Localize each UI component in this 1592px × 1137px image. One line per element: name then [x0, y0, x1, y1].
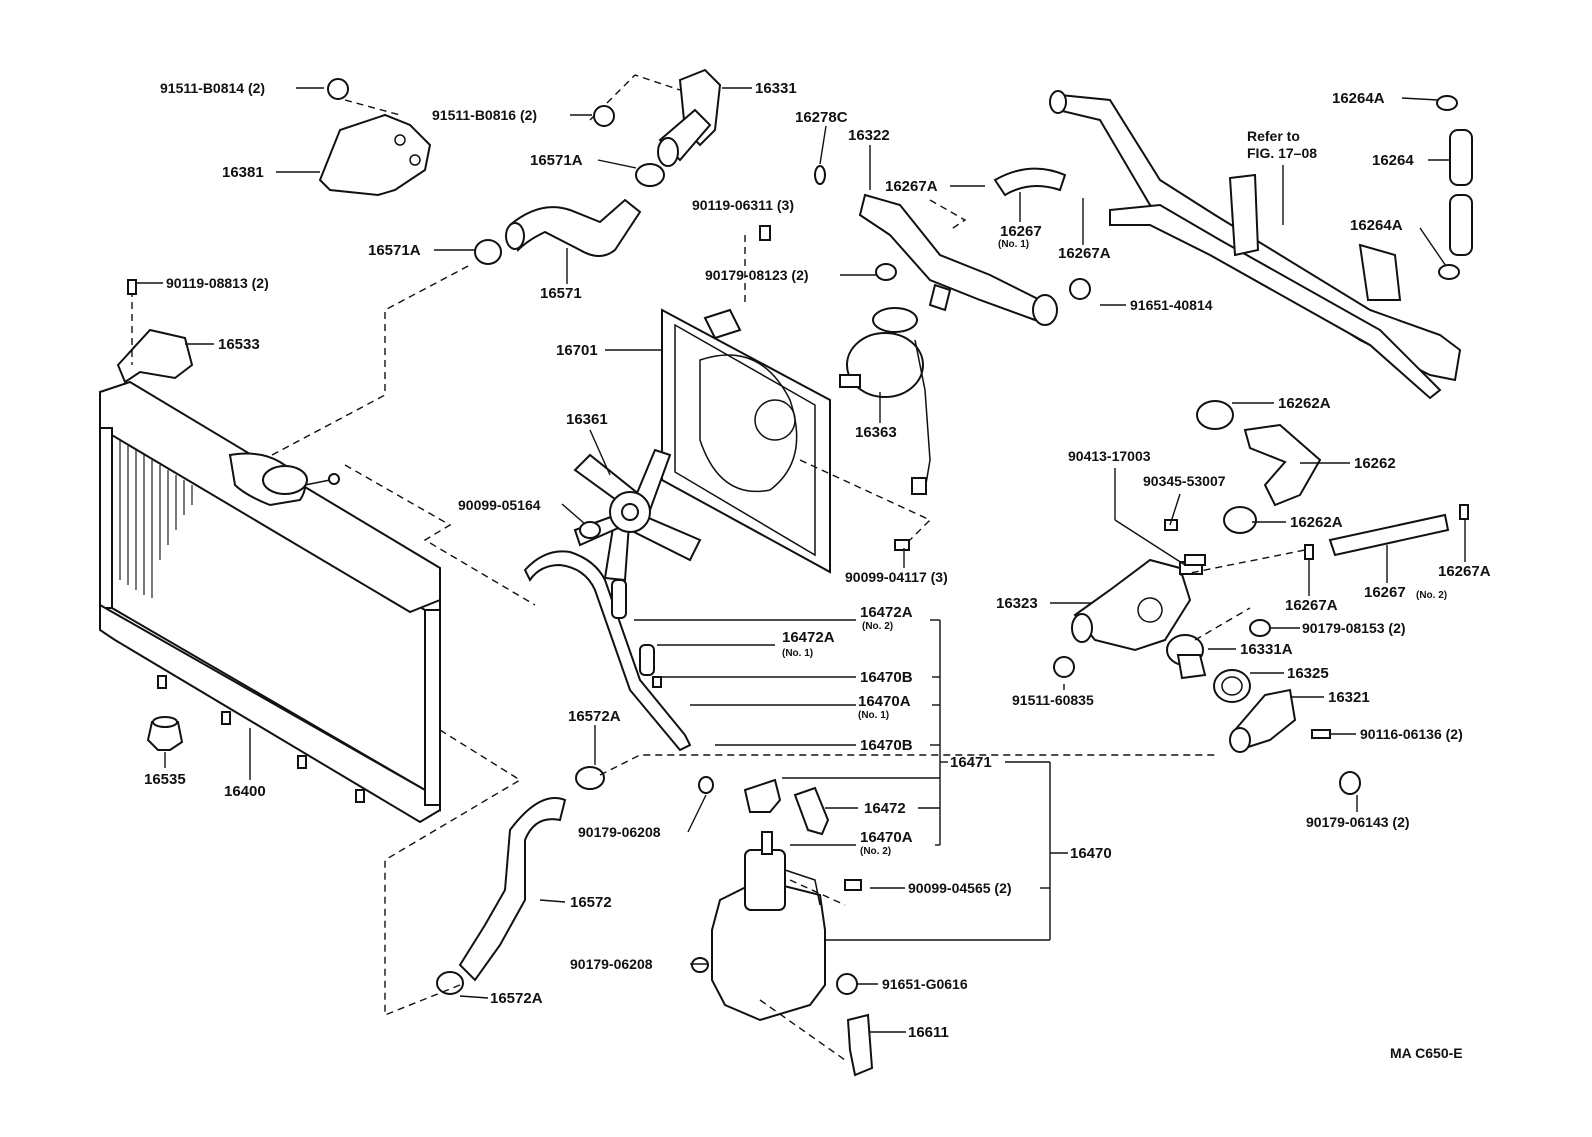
label-16262: 16262 [1354, 455, 1396, 472]
hose-16262-drawing [1196, 400, 1322, 534]
label-16470: 16470 [1070, 845, 1112, 862]
label-16471: 16471 [950, 754, 992, 771]
label-16267A-b: 16267A [1058, 245, 1111, 262]
label-refer-to: Refer to [1247, 128, 1300, 144]
label-91511-B0816: 91511-B0816 (2) [432, 107, 537, 123]
bracket-16611-drawing [846, 1013, 874, 1077]
label-16571A-top: 16571A [530, 152, 583, 169]
dashed-lines [271, 74, 1306, 1061]
fan-motor-16363-drawing [839, 307, 931, 495]
label-16470B-b: 16470B [860, 737, 913, 754]
hose-16571-drawing [505, 198, 642, 257]
bracket-16381-drawing [318, 113, 432, 197]
label-90119-08813: 90119-08813 (2) [166, 275, 269, 291]
label-90413-17003: 90413-17003 [1068, 448, 1151, 464]
fan-16361-drawing [573, 448, 702, 582]
label-16701: 16701 [556, 342, 598, 359]
hose-16267-no2-drawing [1304, 504, 1469, 560]
label-16611: 16611 [908, 1024, 949, 1041]
outlet-16331-drawing [657, 68, 722, 167]
part-labels: 91511-B0814 (2) 91511-B0816 (2) 16331 16… [144, 80, 1491, 1061]
label-16323: 16323 [996, 595, 1038, 612]
hose-16264-drawing [1436, 95, 1473, 280]
label-16322: 16322 [848, 127, 890, 144]
label-16533: 16533 [218, 336, 260, 353]
label-16321: 16321 [1328, 689, 1370, 706]
housing-16323-drawing [1071, 558, 1203, 652]
gasket-16325-drawing [1213, 669, 1251, 703]
mount-16535-drawing [146, 716, 184, 751]
label-16267A-a: 16267A [885, 178, 938, 195]
label-91651-40814: 91651-40814 [1130, 297, 1213, 313]
label-16472A-a: 16472A [860, 604, 913, 621]
label-16472A-b: 16472A [782, 629, 835, 646]
label-90179-08153: 90179-08153 (2) [1302, 620, 1406, 636]
fasteners-drawing [579, 225, 1361, 973]
label-no1-b: (No. 1) [782, 648, 813, 659]
label-90179-06143: 90179-06143 (2) [1306, 814, 1410, 830]
label-90116-06136: 90116-06136 (2) [1360, 726, 1463, 742]
label-16331: 16331 [755, 80, 797, 97]
label-16381: 16381 [222, 164, 264, 181]
label-90099-05164: 90099-05164 [458, 497, 541, 513]
label-91511-60835: 91511-60835 [1012, 692, 1094, 708]
pipe-assembly-drawing [1049, 90, 1462, 400]
label-no2-c: (No. 2) [860, 846, 891, 857]
label-90345-53007: 90345-53007 [1143, 473, 1226, 489]
label-16470B-a: 16470B [860, 669, 913, 686]
label-16264A-top: 16264A [1332, 90, 1385, 107]
label-16470A-a: 16470A [858, 693, 911, 710]
label-16363: 16363 [855, 424, 897, 441]
label-91511-B0814: 91511-B0814 (2) [160, 80, 265, 96]
label-16331A: 16331A [1240, 641, 1293, 658]
label-16267-no1: 16267 [1000, 223, 1042, 240]
label-16267-no2: 16267 [1364, 584, 1406, 601]
label-16361: 16361 [566, 411, 608, 428]
label-90119-06311: 90119-06311 (3) [692, 197, 794, 213]
label-90179-08123: 90179-08123 (2) [705, 267, 809, 283]
label-16264A-mid: 16264A [1350, 217, 1403, 234]
fan-shroud-16701-drawing [661, 308, 831, 574]
label-16267A-c: 16267A [1438, 563, 1491, 580]
label-90099-04117: 90099-04117 (3) [845, 569, 948, 585]
b-markers [327, 78, 1091, 995]
label-16267A-d: 16267A [1285, 597, 1338, 614]
label-16572A-top: 16572A [568, 708, 621, 725]
label-16278C: 16278C [795, 109, 848, 126]
label-16572A-bot: 16572A [490, 990, 543, 1007]
leader-lines [136, 87, 1466, 1033]
label-16572: 16572 [570, 894, 612, 911]
label-16535: 16535 [144, 771, 186, 788]
pipe-16322-drawing [814, 165, 1067, 326]
label-16571: 16571 [540, 285, 582, 302]
radiator-drawing [99, 380, 441, 824]
label-16325: 16325 [1287, 665, 1329, 682]
label-90099-04565: 90099-04565 (2) [908, 880, 1012, 896]
overflow-hoses-drawing [523, 550, 692, 752]
label-refer-fig: FIG. 17–08 [1247, 145, 1317, 161]
clamp-16571A-drawing [474, 163, 665, 265]
reserve-tank-drawing [711, 778, 830, 1022]
outlet-16321-drawing [1229, 688, 1297, 753]
label-16264: 16264 [1372, 152, 1414, 169]
label-91651-G0616: 91651-G0616 [882, 976, 968, 992]
label-16262A-top: 16262A [1278, 395, 1331, 412]
label-no2-b: (No. 2) [862, 621, 893, 632]
label-no2-a: (No. 2) [1416, 590, 1447, 601]
label-90179-06208-a: 90179-06208 [578, 824, 661, 840]
hose-16572-drawing [436, 766, 605, 995]
bracket-16533-drawing [116, 279, 194, 384]
label-16470A-b: 16470A [860, 829, 913, 846]
thermostat-16331A-drawing [1166, 634, 1207, 680]
label-90179-06208-b: 90179-06208 [570, 956, 653, 972]
label-16571A-left: 16571A [368, 242, 421, 259]
label-16472: 16472 [864, 800, 906, 817]
label-16262A-mid: 16262A [1290, 514, 1343, 531]
label-no1-c: (No. 1) [858, 710, 889, 721]
label-no1-a: (No. 1) [998, 239, 1029, 250]
figure-code: MA C650-E [1390, 1045, 1463, 1061]
label-16400: 16400 [224, 783, 266, 800]
